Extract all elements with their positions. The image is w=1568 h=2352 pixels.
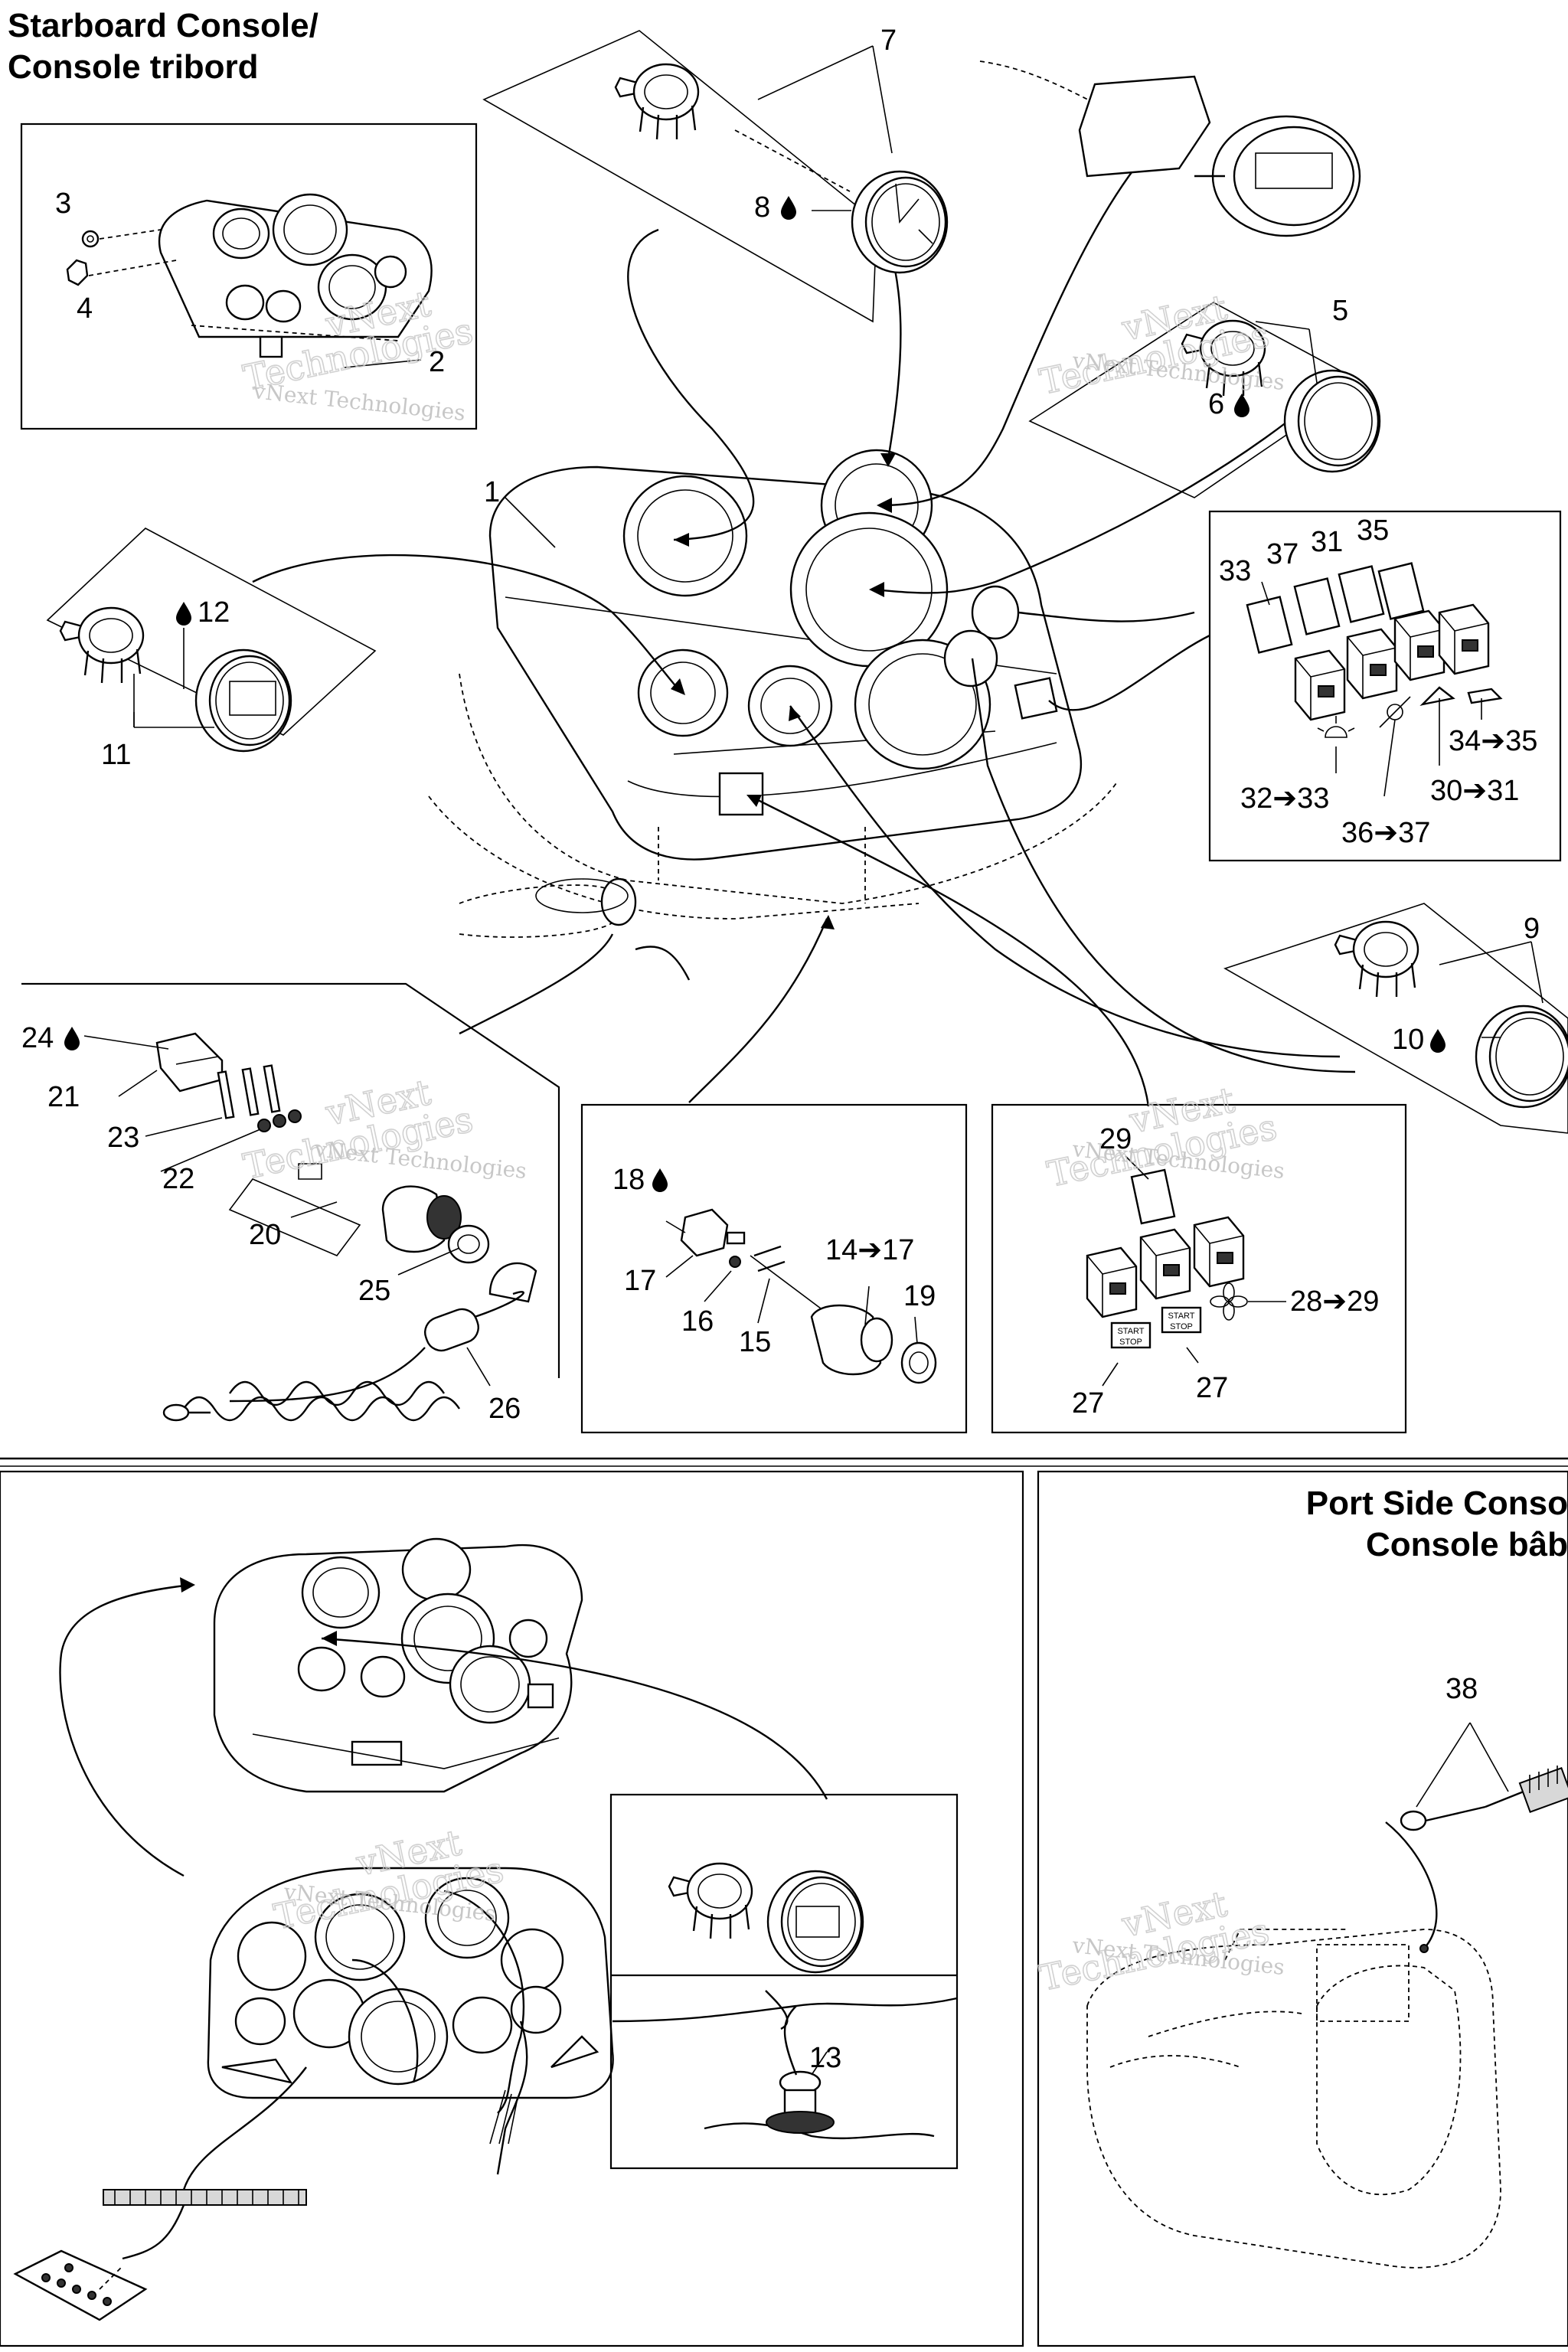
callout-11: 11	[101, 739, 131, 771]
callout-2: 2	[429, 346, 445, 378]
starboard-console-assembly	[428, 449, 1119, 938]
inset-console-nuts	[20, 122, 478, 430]
callout-26: 26	[488, 1393, 521, 1425]
callout-6: 6	[1208, 388, 1224, 420]
callout-27b: 27	[1196, 1372, 1228, 1404]
callout-24: 24	[21, 1022, 54, 1054]
inset-start-stop: START STOP START STOP	[991, 1103, 1407, 1434]
bottom-left-section	[0, 1470, 1024, 2347]
title-port-fr: Console bâb	[1366, 1526, 1568, 1563]
callout-numbers: 1 2 3 4 5 6 7 8 9 10 11 12 13 14➔17 15 1…	[21, 24, 1540, 2074]
callout-31: 31	[1311, 526, 1343, 558]
callout-21: 21	[47, 1081, 80, 1113]
gauge-9-group	[1223, 903, 1568, 1134]
callout-32-33: 32➔33	[1240, 782, 1329, 815]
callout-10: 10	[1392, 1024, 1424, 1056]
gauge-tach-group	[482, 30, 949, 323]
start-label-1: START	[1117, 1327, 1144, 1336]
title-starboard-fr: Console tribord	[8, 48, 259, 86]
callout-35: 35	[1357, 514, 1389, 547]
callout-19: 19	[903, 1280, 936, 1312]
watermarks: vNext Technologies vNext Technologies vN…	[239, 282, 1285, 1999]
callout-1: 1	[484, 476, 500, 508]
callout-16: 16	[681, 1305, 714, 1338]
callout-25: 25	[358, 1275, 390, 1307]
callout-12: 12	[198, 596, 230, 629]
callout-27a: 27	[1072, 1387, 1104, 1419]
switch-panel-inset	[1208, 510, 1562, 862]
callout-7: 7	[880, 24, 897, 57]
display-module	[979, 60, 1361, 237]
title-starboard-en: Starboard Console/	[8, 7, 318, 44]
callout-5: 5	[1332, 295, 1348, 327]
callout-9: 9	[1524, 913, 1540, 945]
callout-36-37: 36➔37	[1341, 817, 1430, 849]
leader-lines	[252, 114, 1356, 1107]
inset-sensor-13	[609, 1793, 959, 2170]
callout-28-29: 28➔29	[1290, 1285, 1379, 1318]
gauge-11-group	[46, 528, 377, 753]
callout-29: 29	[1099, 1123, 1132, 1155]
inset-buzzer	[580, 1103, 968, 1434]
callout-30-31: 30➔31	[1430, 775, 1519, 807]
callout-14-17: 14➔17	[825, 1234, 914, 1266]
fan-icon	[1210, 1282, 1248, 1321]
callout-8: 8	[754, 191, 770, 224]
stop-label-1: STOP	[1119, 1338, 1142, 1347]
port-side-section	[1037, 1470, 1568, 2347]
callout-37: 37	[1266, 538, 1298, 570]
start-label-2: START	[1168, 1312, 1194, 1321]
callout-22: 22	[162, 1163, 194, 1195]
callout-23: 23	[107, 1122, 139, 1154]
callout-38: 38	[1446, 1673, 1478, 1705]
callout-13: 13	[809, 2042, 841, 2074]
gauge-5-group	[1028, 302, 1381, 498]
watermark-1b: vNext Technologies	[251, 378, 466, 426]
callout-3: 3	[55, 188, 71, 220]
callout-20: 20	[249, 1219, 281, 1251]
title-port-en: Port Side Conso	[1306, 1485, 1568, 1522]
inset-connector-lanyard	[21, 982, 560, 1422]
callout-18: 18	[612, 1164, 645, 1196]
callout-17: 17	[624, 1265, 656, 1297]
stop-label-2: STOP	[1170, 1322, 1193, 1331]
callout-33: 33	[1219, 555, 1251, 587]
callout-15: 15	[739, 1326, 771, 1358]
callout-4: 4	[77, 292, 93, 325]
callout-34-35: 34➔35	[1449, 725, 1537, 757]
